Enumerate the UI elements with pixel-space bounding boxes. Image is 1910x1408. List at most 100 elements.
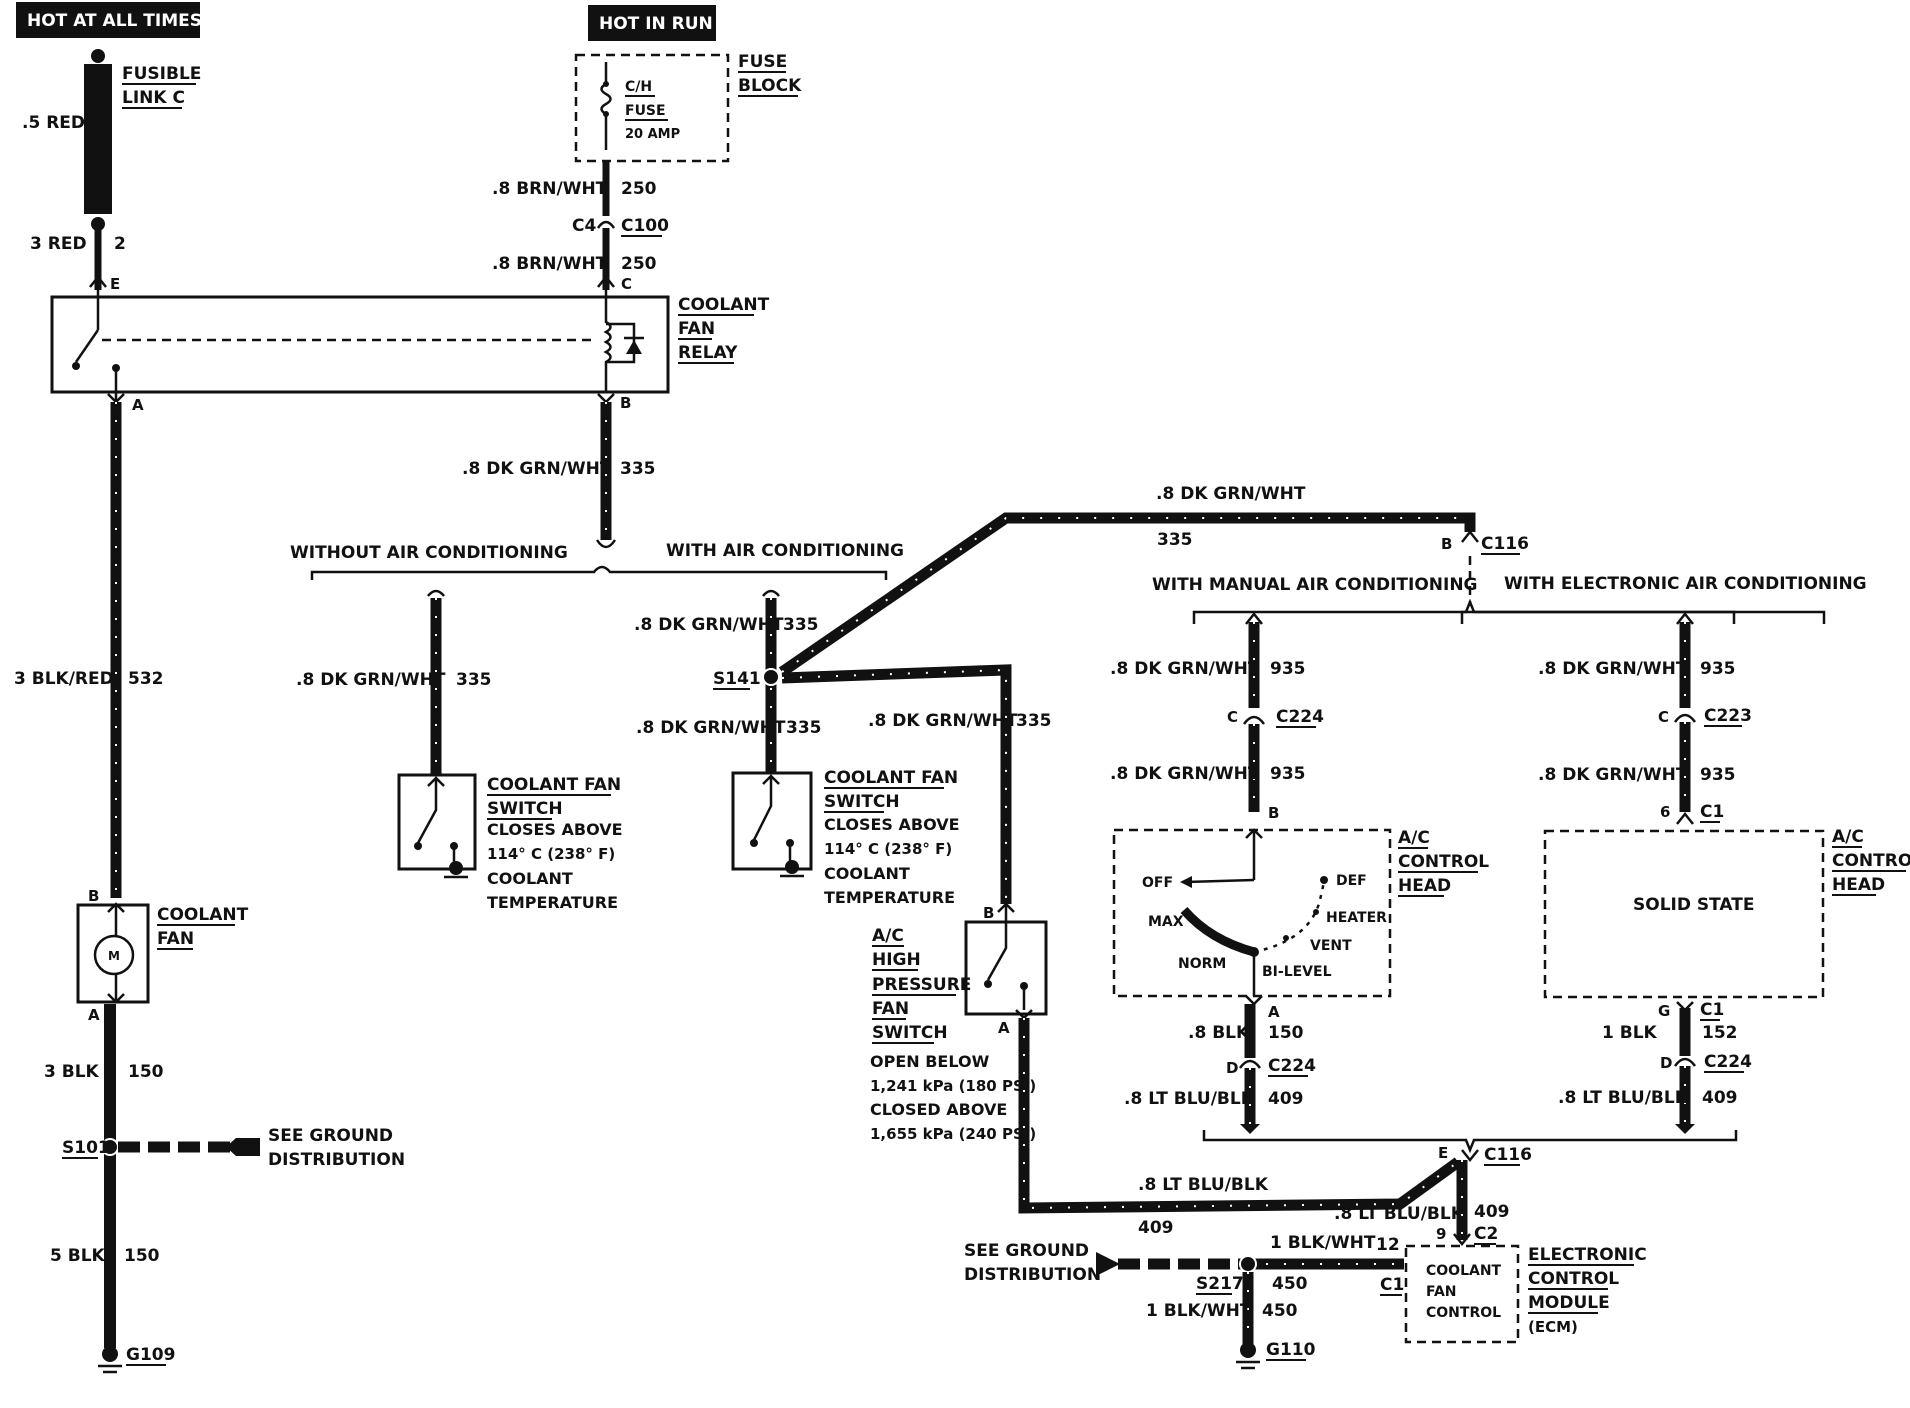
ground-distribution-arrow: [226, 1138, 260, 1156]
switch-no-ac-wire-label: .8 DK GRN/WHT: [296, 670, 446, 690]
g110-wire-label: 1 BLK/WHT: [1146, 1301, 1252, 1321]
c224-electronic-connector: [1673, 1057, 1697, 1067]
fuse-block-label-2: BLOCK: [738, 76, 802, 96]
see-ground-2-line1: SEE GROUND: [964, 1241, 1089, 1261]
connector-c4: C4: [572, 216, 596, 236]
brn-wht-circuit-1: 250: [621, 179, 657, 199]
switch-no-ac-label-3: CLOSES ABOVE: [487, 820, 623, 839]
fan-pin-b: B: [88, 887, 99, 905]
relay-pin-a: A: [132, 396, 144, 414]
switch-no-ac-label-5: COOLANT: [487, 869, 573, 888]
red-wire-label: 3 RED: [30, 234, 87, 254]
relay-output-label: .8 DK GRN/WHT: [462, 459, 612, 479]
c224-label: C224: [1276, 707, 1324, 727]
electronic-blu-circuit: 409: [1702, 1088, 1738, 1108]
manual-ac-circuit2: 935: [1270, 764, 1306, 784]
switch-ac-label-2: SWITCH: [824, 792, 900, 812]
fusible-link-label-1: FUSIBLE: [122, 64, 201, 84]
switch-no-ac-label-2: SWITCH: [487, 799, 563, 819]
electronic-ac-bracket: [1460, 610, 1826, 624]
see-ground-2-line2: DISTRIBUTION: [964, 1265, 1101, 1285]
coolant-fan-box: [76, 903, 150, 1004]
relay-pin-e-arrow: [89, 274, 107, 288]
s217-circuit-450a: 450: [1272, 1274, 1308, 1294]
pressure-switch-contact: [986, 902, 1015, 981]
mode-off: OFF: [1142, 875, 1173, 891]
electronic-blk-circuit: 152: [1702, 1023, 1738, 1043]
ground-g110: G110: [1266, 1340, 1316, 1360]
cfc-label-1: COOLANT: [1426, 1263, 1502, 1279]
ecm-label-4: (ECM): [1528, 1318, 1578, 1336]
electronic-ac-control-head-box: [1543, 829, 1825, 999]
switch-contact: [984, 980, 992, 988]
relay-diode: [626, 340, 642, 354]
switch-ac-contact: [752, 774, 780, 841]
mode-def: DEF: [1336, 873, 1367, 889]
see-ground-1: SEE GROUND: [268, 1126, 393, 1146]
relay-coil: [603, 290, 612, 392]
switch-no-ac-label-4: 114° C (238° F): [487, 845, 615, 863]
fusible-link-label-2: LINK C: [122, 88, 185, 108]
relay-pin-c: C: [621, 275, 632, 293]
electronic-head-label-3: HEAD: [1832, 875, 1885, 895]
switch-ac-wire-top-label: .8 DK GRN/WHT: [634, 615, 784, 635]
top-run-circuit: 335: [1157, 530, 1193, 550]
ecm-label-2: CONTROL: [1528, 1269, 1619, 1289]
switch-no-ac-connector: [427, 589, 445, 597]
relay-contact: [72, 362, 80, 370]
fuse-dot: [603, 111, 609, 117]
switch-ground-symbol: [785, 860, 799, 874]
pressure-switch-label-6: OPEN BELOW: [870, 1052, 990, 1071]
c223-label: C223: [1704, 706, 1752, 726]
switch-ac-circuit-top: 335: [783, 615, 819, 635]
wire-stripe: [781, 517, 1470, 673]
c1-pin-6: 6: [1660, 803, 1670, 821]
fan-feed-label: 3 BLK/RED: [14, 669, 114, 689]
c116-bottom-label: C116: [1484, 1145, 1532, 1165]
bottom-run-circuit: 409: [1138, 1218, 1174, 1238]
ecm-pin-12: 12: [1376, 1235, 1400, 1255]
switch-ac-label-6: TEMPERATURE: [824, 888, 955, 907]
relay-pin-c-arrow: [597, 274, 615, 288]
fuse-name-1: C/H: [625, 79, 652, 95]
pressure-switch-label-9: 1,655 kPa (240 PSI): [870, 1125, 1036, 1143]
branch-arrow: [595, 539, 617, 549]
pressure-switch-label-4: FAN: [872, 999, 909, 1019]
c224-connector: [1242, 715, 1266, 725]
fuse-block-box: [574, 53, 730, 163]
pressure-switch-label-1: A/C: [872, 926, 904, 946]
coolant-fan-relay-box: [50, 295, 670, 394]
ground-g109: G109: [126, 1345, 175, 1365]
fan-ground-label-2: 5 BLK: [50, 1246, 106, 1266]
cfc-label-3: CONTROL: [1426, 1305, 1501, 1321]
fan-ground-label-1: 3 BLK: [44, 1062, 100, 1082]
switch-ground-symbol: [449, 861, 463, 875]
c116-pin-e: E: [1438, 1144, 1448, 1162]
pressure-switch-label-3: PRESSURE: [872, 975, 971, 995]
manual-ac-title: WITH MANUAL AIR CONDITIONING: [1152, 575, 1478, 595]
relay-pin-e: E: [110, 275, 120, 293]
c100-connector: [596, 220, 616, 229]
ac-branch-bracket: [310, 565, 888, 580]
manual-ac-top-arrow: [1245, 611, 1263, 625]
fan-feed-circuit: 532: [128, 669, 164, 689]
switch-ac-label-5: COOLANT: [824, 864, 910, 883]
ecm-box: [1404, 1244, 1520, 1344]
coolant-fan-switch-ac: [731, 771, 813, 871]
fusible-link: [84, 64, 112, 214]
fuse-block-label-1: FUSE: [738, 52, 787, 72]
pressure-switch-feed-wire: [781, 664, 1012, 904]
c116-top-label: C116: [1481, 534, 1529, 554]
c224-lower-label: C224: [1268, 1056, 1316, 1076]
fan-ground-circuit-2: 150: [124, 1246, 160, 1266]
manual-ac-wire2-label: .8 DK GRN/WHT: [1110, 764, 1260, 784]
splice-s217: [1239, 1255, 1257, 1273]
electronic-ac-circuit1: 935: [1700, 659, 1736, 679]
connector-c100: C100: [621, 216, 669, 236]
electronic-ac-wire2-label: .8 DK GRN/WHT: [1538, 765, 1688, 785]
pressure-switch-wire-label: .8 DK GRN/WHT: [868, 711, 1018, 731]
pressure-switch-label-8: CLOSED ABOVE: [870, 1100, 1007, 1119]
fuse-rating: 20 AMP: [625, 127, 680, 142]
fan-pin-a-arrow: [107, 993, 125, 1004]
